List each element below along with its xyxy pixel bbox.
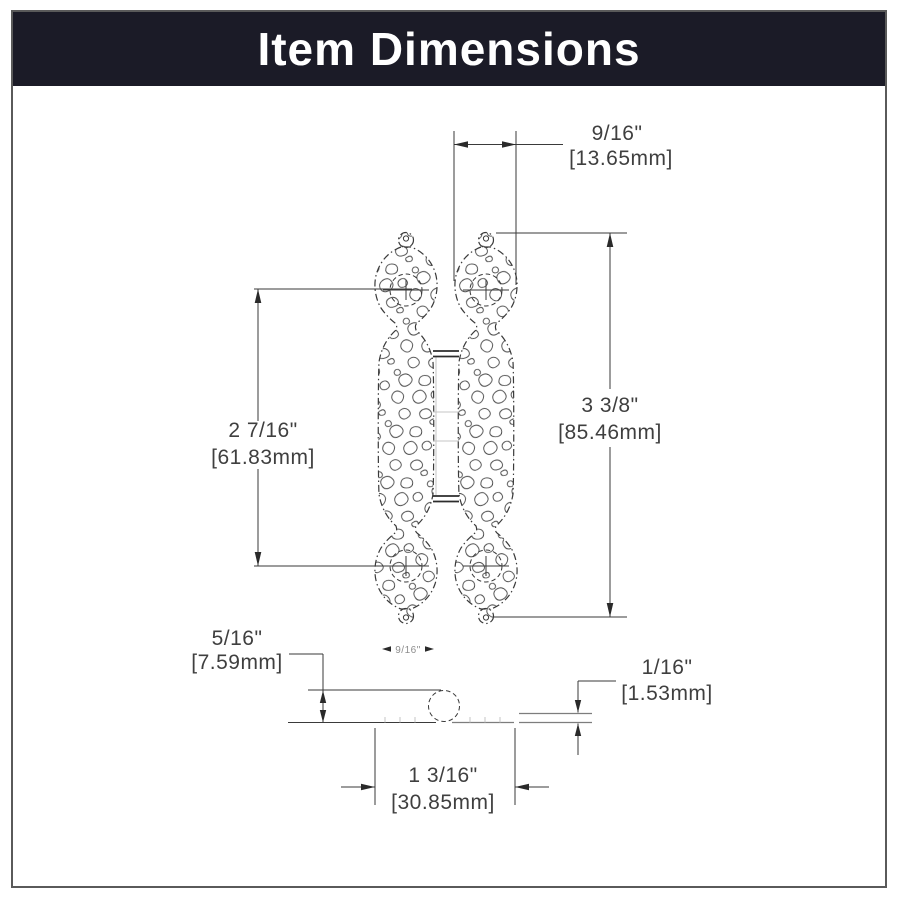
dim-front-overall-height: 3 3/8" [85.46mm]: [494, 232, 662, 618]
dim-label-height-in: 3 3/8": [581, 394, 638, 417]
dim-side-barrel-width: 9/16": [382, 645, 434, 656]
dim-label-hole-span-mm: [61.83mm]: [211, 446, 315, 469]
dim-label-barrel-height-mm: [7.59mm]: [191, 651, 283, 674]
hinge-knuckles: [433, 350, 459, 503]
dim-label-leaf-width-mm: [13.65mm]: [569, 147, 673, 170]
hinge-front-view: [374, 231, 518, 625]
dim-label-leaf-width-in: 9/16": [592, 122, 643, 145]
dim-label-height-mm: [85.46mm]: [558, 421, 662, 444]
header-bar: Item Dimensions: [13, 12, 885, 86]
hinge-side-view: [288, 689, 592, 724]
dim-side-leaf-width: 1 3/16" [30.85mm]: [341, 728, 549, 814]
hinge-left-leaf: [374, 231, 438, 625]
dim-front-leaf-width: 9/16" [13.65mm]: [453, 122, 673, 285]
dim-label-thickness-mm: [1.53mm]: [621, 682, 713, 705]
sheet-border: Item Dimensions: [11, 10, 887, 888]
dim-side-thickness: 1/16" [1.53mm]: [574, 656, 713, 755]
dim-label-hole-span-in: 2 7/16": [228, 419, 297, 442]
dim-side-barrel-height: 5/16" [7.59mm]: [191, 627, 327, 723]
dim-label-barrel-width-in: 9/16": [395, 645, 421, 656]
dim-label-leafwidth-in: 1 3/16": [408, 764, 477, 787]
hinge-right-leaf: [454, 231, 518, 625]
dim-front-hole-span: 2 7/16" [61.83mm]: [211, 288, 412, 567]
page-title: Item Dimensions: [257, 23, 641, 75]
dim-label-leafwidth-mm: [30.85mm]: [391, 791, 495, 814]
dim-label-thickness-in: 1/16": [642, 656, 693, 679]
dim-label-barrel-height-in: 5/16": [212, 627, 263, 650]
